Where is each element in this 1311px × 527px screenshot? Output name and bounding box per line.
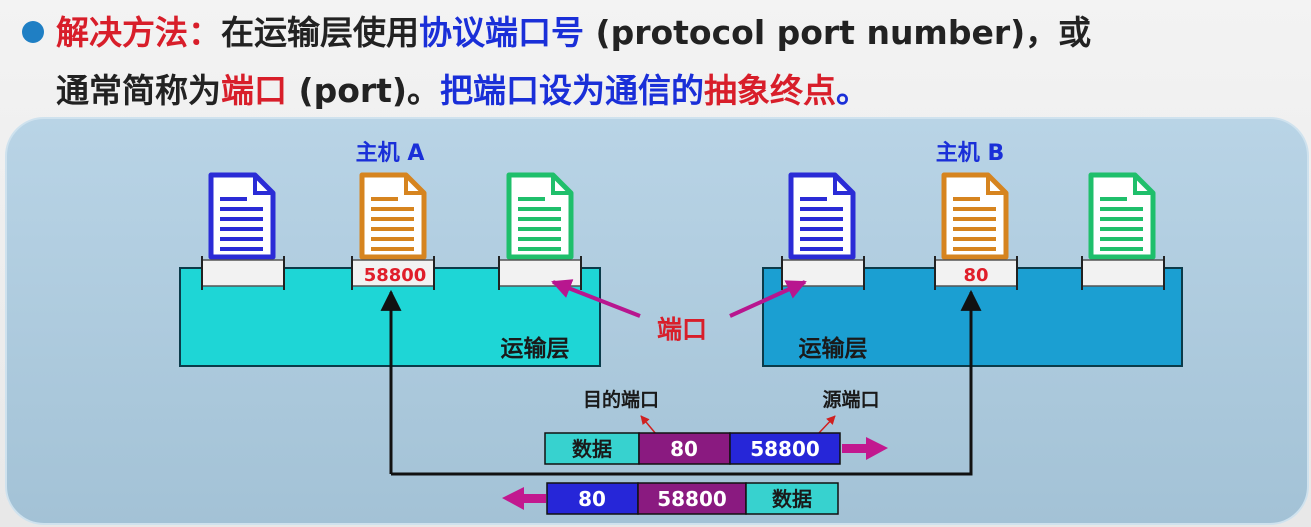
packet-bottom-direction-arrow: [502, 487, 546, 510]
headline-text-port-en: (port)。: [287, 71, 440, 110]
dest-port-pointer: [640, 415, 657, 435]
host-b-port-number: 80: [963, 265, 988, 286]
packet-top-data-cell: [544, 432, 640, 465]
packet-bottom-src-text: 58800: [657, 487, 727, 511]
document-icon-orange-b: [941, 172, 1009, 260]
transport-layer-a-label: 运输层: [501, 335, 570, 362]
headline-text-english: (protocol port number)，或: [584, 13, 1092, 52]
headline-text: 在运输层使用: [221, 13, 419, 52]
packet-bottom-dest-text: 80: [578, 487, 606, 511]
document-icon-blue-b: [788, 172, 856, 260]
packet-top-data-text: 数据: [572, 437, 612, 461]
flow-arrow-baseline: [391, 289, 982, 476]
src-port-label: 源端口: [822, 388, 879, 411]
port-callout-arrow-left: [551, 279, 641, 318]
headline: 解决方法：在运输层使用协议端口号 (protocol port number)，…: [18, 4, 1308, 120]
packet-top: 数据 80 58800: [544, 432, 841, 465]
headline-term-protocol-port: 协议端口号: [419, 13, 584, 52]
packet-bottom-dest-cell: [546, 482, 639, 515]
port-callout-label: 端口: [657, 315, 707, 344]
document-icon-green-a: [506, 172, 574, 260]
headline-period: 。: [836, 71, 869, 110]
src-port-pointer: [817, 415, 836, 435]
port-slot-a3: [498, 256, 582, 290]
packet-bottom-data-cell: [745, 482, 839, 515]
host-b-label: 主机 B: [936, 141, 1004, 166]
document-icon-green-b: [1088, 172, 1156, 260]
packet-top-dest-cell: [638, 432, 731, 465]
packet-top-direction-arrow: [842, 437, 888, 460]
headline-text-2: 通常简称为: [56, 71, 221, 110]
port-slot-b2: [934, 256, 1018, 290]
packet-top-src-cell: [729, 432, 841, 465]
document-icon-blue-a: [208, 172, 276, 260]
packet-top-src-text: 58800: [750, 437, 820, 461]
headline-text-endpoint: 把端口设为通信的: [440, 71, 704, 110]
host-a-port-number: 58800: [364, 265, 427, 286]
port-slot-b3: [1081, 256, 1165, 290]
port-slot-a2: [351, 256, 435, 290]
transport-layer-b-label: 运输层: [799, 335, 868, 362]
headline-term-abstract-endpoint: 抽象终点: [704, 71, 836, 110]
packet-bottom: 80 58800 数据: [546, 482, 839, 515]
document-icon-orange-a: [359, 172, 427, 260]
headline-term-port: 端口: [221, 71, 287, 110]
packet-bottom-data-text: 数据: [772, 487, 812, 511]
port-callout-arrow-right: [729, 280, 807, 318]
headline-solution-label: 解决方法：: [56, 13, 221, 52]
host-a-label: 主机 A: [356, 141, 425, 166]
packet-top-dest-text: 80: [670, 437, 698, 461]
bullet-dot: [22, 20, 44, 43]
port-slot-a1: [201, 256, 285, 290]
dest-port-label: 目的端口: [583, 388, 659, 411]
